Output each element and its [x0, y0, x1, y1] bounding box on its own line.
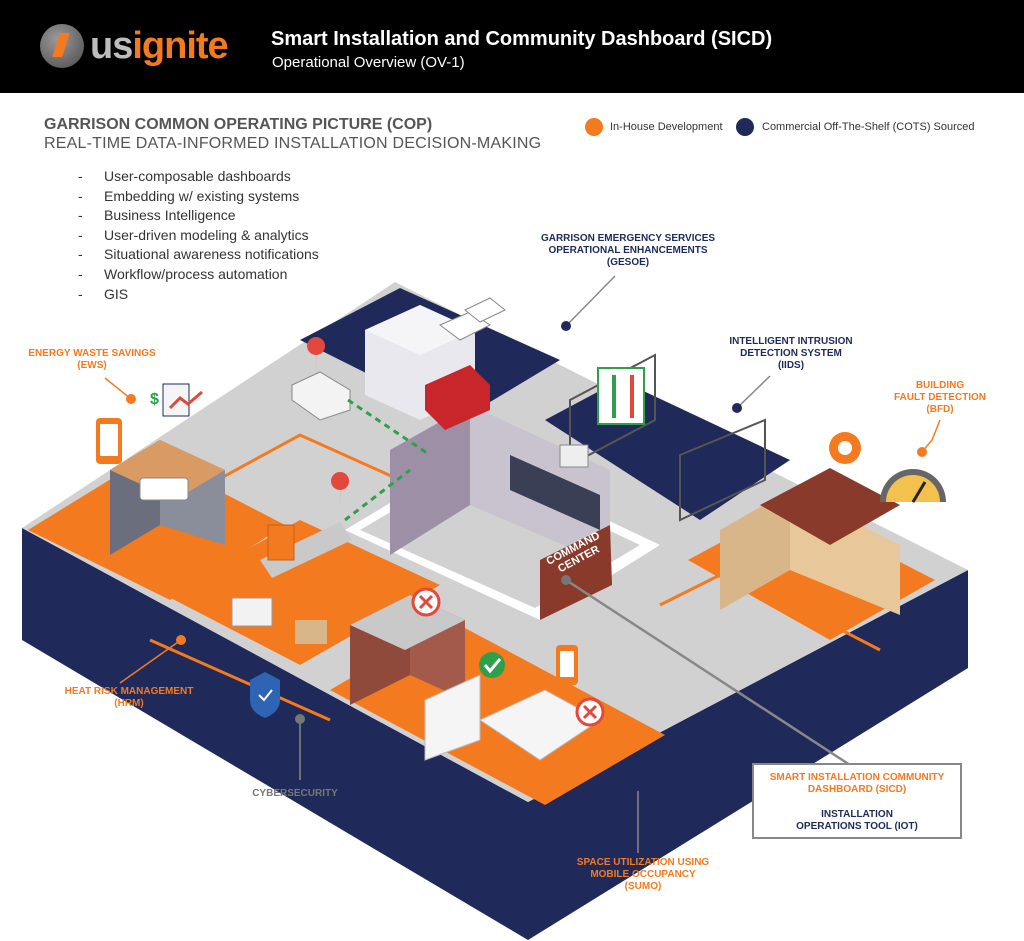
- list-item: -Workflow/process automation: [78, 265, 288, 282]
- climbing-wall: [267, 524, 295, 561]
- command-center-marker-dot: [561, 575, 571, 585]
- ews-orange-pad: [28, 455, 285, 600]
- route-dashed-line-2: [344, 468, 411, 522]
- sumo-label: SPACE UTILIZATION USING MOBILE OCCUPANCY…: [576, 857, 710, 892]
- fire-truck: [425, 365, 490, 430]
- command-center-wall-left: [390, 405, 470, 555]
- ambulance: [291, 371, 351, 421]
- cop-feature-list: -User-composable dashboards -Embedding w…: [78, 168, 319, 305]
- cybersecurity-marker-dot: [295, 714, 305, 724]
- map-pin-icon-center: [331, 472, 350, 512]
- cop-title: GARRISON COMMON OPERATING PICTURE (COP): [44, 116, 433, 133]
- security-robot: [559, 444, 589, 468]
- route-dashed-line-1: [347, 398, 431, 457]
- connector-line-3: [659, 573, 721, 607]
- iids-marker-dot: [732, 403, 742, 413]
- bfd-building-left: [720, 490, 790, 610]
- gesoe-label: GARRISON EMERGENCY SERVICES OPERATIONAL …: [540, 233, 716, 268]
- video-wall: [510, 455, 600, 530]
- ews-marker-dot: [126, 394, 136, 404]
- hrm-orange-pad: [165, 520, 440, 665]
- list-item: -User-composable dashboards: [78, 168, 291, 184]
- hrm-equipment: [231, 597, 273, 627]
- svg-text:$: $: [150, 391, 159, 408]
- sicd-box-title: SMART INSTALLATION COMMUNITY DASHBOARD (…: [769, 772, 945, 795]
- legend-cots-label: Commercial Off-The-Shelf (COTS) Sourced: [762, 121, 975, 133]
- ews-label: ENERGY WASTE SAVINGS (EWS): [28, 348, 156, 371]
- list-item: -Situational awareness notifications: [78, 246, 319, 263]
- logo-text-ignite: ignite: [132, 24, 228, 67]
- list-item: -Business Intelligence: [78, 207, 236, 224]
- shield-icon: [250, 672, 280, 718]
- connector-line-2: [149, 638, 331, 722]
- hrm-label: HEAT RISK MANAGEMENT (HRM): [64, 686, 194, 709]
- base-left-side: [22, 528, 528, 940]
- bfd-label: BUILDING FAULT DETECTION (BFD): [893, 380, 987, 415]
- list-item: -GIS: [78, 285, 129, 302]
- bfd-marker-dot: [917, 447, 927, 457]
- iids-label: INTELLIGENT INTRUSION DETECTION SYSTEM (…: [729, 336, 853, 371]
- gesoe-marker-dot: [561, 321, 571, 331]
- legend-cots-dot: [736, 118, 754, 136]
- body-scanner-display: [597, 367, 645, 425]
- connector-line-1: [189, 433, 401, 497]
- logo-text-us: us: [90, 24, 133, 67]
- command-center-sign: [540, 525, 612, 620]
- hrm-pipes: [260, 522, 352, 578]
- iot-box-title: INSTALLATION OPERATIONS TOOL (IOT): [796, 809, 918, 832]
- available-check-icon: [479, 652, 505, 678]
- hrm-marker-dot: [176, 635, 186, 645]
- page-title: Smart Installation and Community Dashboa…: [271, 28, 773, 50]
- page-subtitle: Operational Overview (OV-1): [272, 54, 465, 71]
- bfd-roof: [760, 468, 900, 545]
- cop-subtitle: REAL-TIME DATA-INFORMED INSTALLATION DEC…: [44, 135, 542, 152]
- list-item: -User-driven modeling & analytics: [78, 226, 309, 243]
- list-item: -Embedding w/ existing systems: [78, 187, 300, 204]
- flame-logo-icon: [40, 24, 84, 68]
- legend-in-house-dot: [585, 118, 603, 136]
- security-fence-2: [679, 418, 766, 522]
- office-space-1: [424, 674, 481, 761]
- police-car-2: [464, 297, 506, 323]
- map-pin-icon-top: [307, 337, 326, 375]
- sumo-marker-dot: [633, 781, 643, 791]
- cybersecurity-label: CYBERSECURITY: [252, 788, 338, 799]
- thermostat-panel: [139, 477, 189, 501]
- legend-in-house-label: In-House Development: [610, 121, 723, 133]
- hrm-crate: [295, 620, 327, 644]
- sicd-iot-box: SMART INSTALLATION COMMUNITY DASHBOARD (…: [752, 763, 962, 839]
